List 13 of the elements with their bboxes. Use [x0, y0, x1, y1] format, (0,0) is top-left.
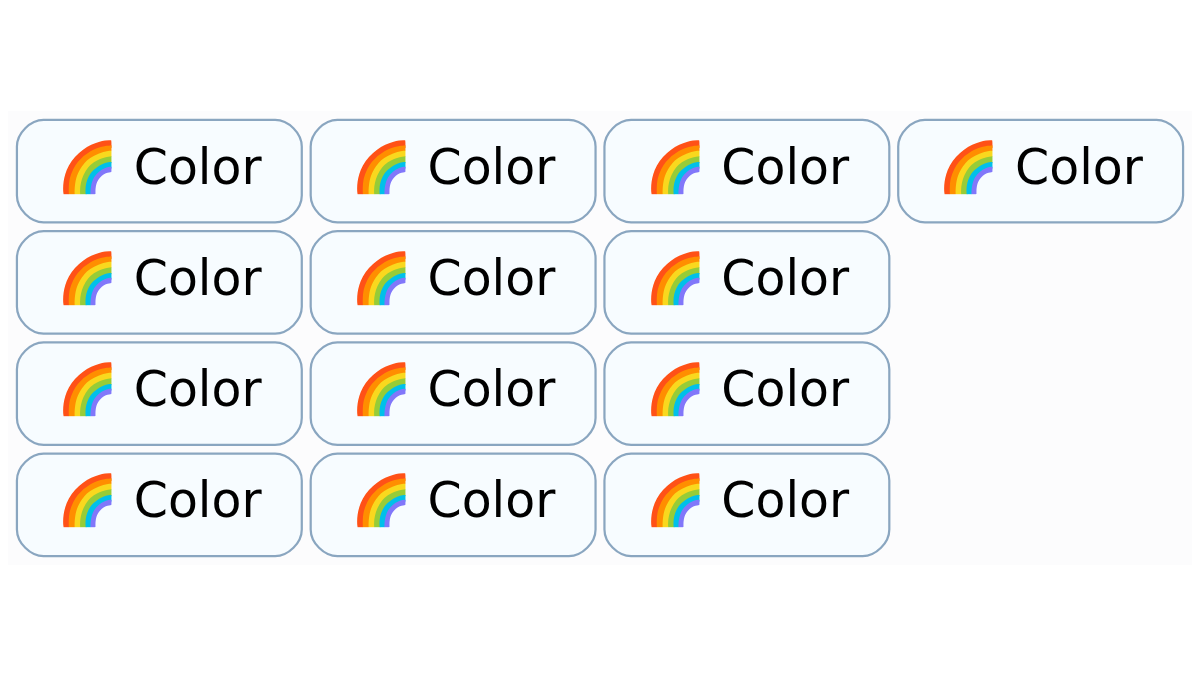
- node-box: 🌈 Color: [603, 118, 891, 223]
- node-box: 🌈 Color: [309, 340, 597, 446]
- node-box: 🌈 Color: [15, 118, 303, 223]
- node-box: 🌈 Color: [15, 229, 303, 335]
- node-box: 🌈 Color: [603, 340, 891, 446]
- node-box: 🌈 Color: [897, 118, 1185, 223]
- node-box: 🌈 Color: [309, 229, 597, 335]
- node-box: 🌈 Color: [15, 340, 303, 446]
- node-box: 🌈 Color: [603, 229, 891, 335]
- node-box: 🌈 Color: [603, 452, 891, 557]
- node-box: 🌈 Color: [309, 452, 597, 557]
- node-box: 🌈 Color: [309, 118, 597, 223]
- node-box: 🌈 Color: [15, 452, 303, 557]
